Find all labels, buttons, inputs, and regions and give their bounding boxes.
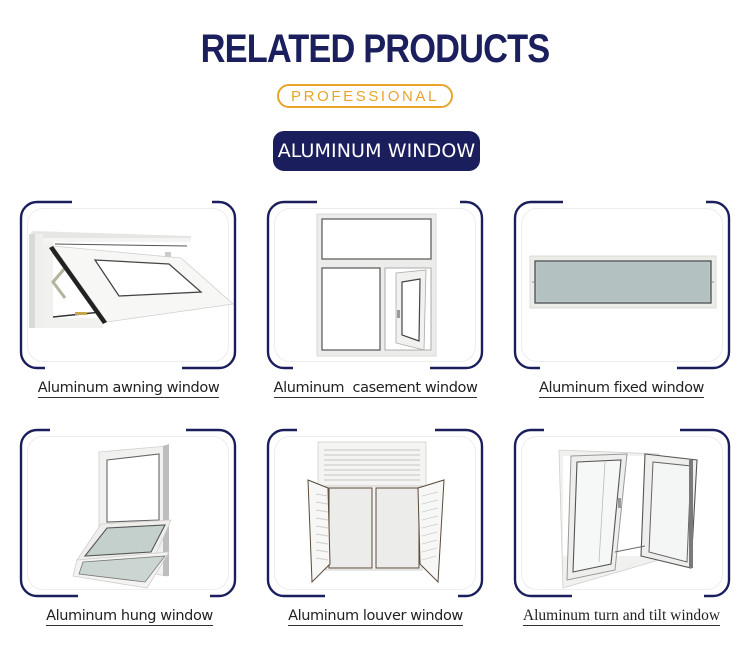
product-label-louver[interactable]: Aluminum louver window (288, 608, 463, 626)
louver-window-image (307, 441, 445, 584)
product-card-fixed[interactable] (513, 200, 731, 370)
turn-and-tilt-window-image (558, 449, 698, 589)
product-label-turn-and-tilt[interactable]: Aluminum turn and tilt window (522, 607, 721, 626)
product-label-casement[interactable]: Aluminum casement window (273, 380, 478, 398)
subtitle-pill: PROFESSIONAL (277, 84, 453, 108)
product-card-casement[interactable] (266, 200, 484, 370)
subtitle-text: PROFESSIONAL (291, 87, 439, 105)
fixed-window-image (529, 255, 717, 309)
product-card-turn-and-tilt[interactable] (513, 428, 731, 598)
hung-window-image (72, 444, 172, 589)
awning-window-image (29, 231, 234, 328)
category-label: ALUMINUM WINDOW (277, 140, 476, 162)
page-title: RELATED PRODUCTS (200, 27, 551, 71)
product-label-hung[interactable]: Aluminum hung window (46, 608, 213, 626)
product-card-louver[interactable] (266, 428, 484, 598)
card-corner-brackets (266, 200, 484, 370)
card-corner-brackets (266, 428, 484, 598)
card-corner-brackets (19, 200, 237, 370)
card-corner-brackets (19, 428, 237, 598)
product-card-hung[interactable] (19, 428, 237, 598)
card-corner-brackets (513, 428, 731, 598)
category-badge[interactable]: ALUMINUM WINDOW (273, 131, 480, 171)
product-card-awning[interactable] (19, 200, 237, 370)
product-label-awning[interactable]: Aluminum awning window (37, 380, 220, 398)
card-corner-brackets (513, 200, 731, 370)
product-label-fixed[interactable]: Aluminum fixed window (538, 380, 705, 398)
casement-window-image (316, 213, 437, 357)
